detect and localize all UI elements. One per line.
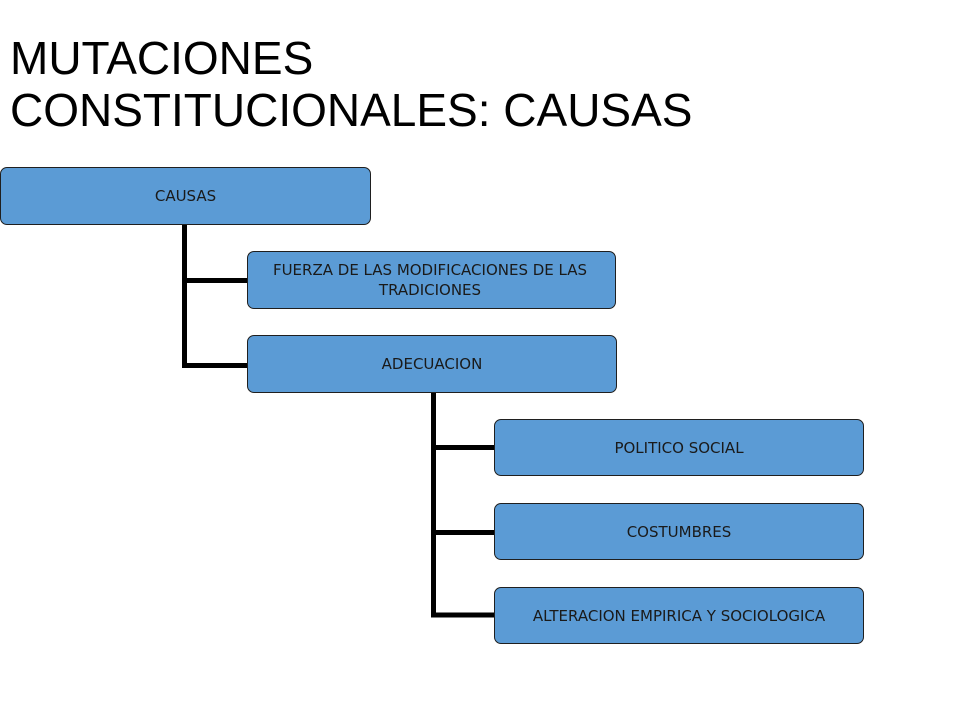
node-fuerza-modificaciones: FUERZA DE LAS MODIFICACIONES DE LAS TRAD…	[247, 251, 616, 309]
title-line-2: CONSTITUCIONALES: CAUSAS	[10, 84, 693, 136]
node-causas-label: CAUSAS	[154, 187, 217, 205]
node-causas: CAUSAS	[0, 167, 371, 225]
node-fuerza-label: FUERZA DE LAS MODIFICACIONES DE LAS TRAD…	[272, 261, 588, 299]
node-politico-social: POLITICO SOCIAL	[494, 419, 864, 476]
node-alteracion-empirica: ALTERACION EMPIRICA Y SOCIOLOGICA	[494, 587, 864, 644]
node-politico-label: POLITICO SOCIAL	[614, 438, 744, 457]
node-costumbres: COSTUMBRES	[494, 503, 864, 560]
node-alteracion-label: ALTERACION EMPIRICA Y SOCIOLOGICA	[532, 606, 826, 625]
slide-title: MUTACIONES CONSTITUCIONALES: CAUSAS	[10, 32, 910, 136]
node-costumbres-label: COSTUMBRES	[626, 522, 732, 541]
title-line-1: MUTACIONES	[10, 32, 314, 84]
node-adecuacion-label: ADECUACION	[381, 355, 483, 373]
node-adecuacion: ADECUACION	[247, 335, 617, 393]
